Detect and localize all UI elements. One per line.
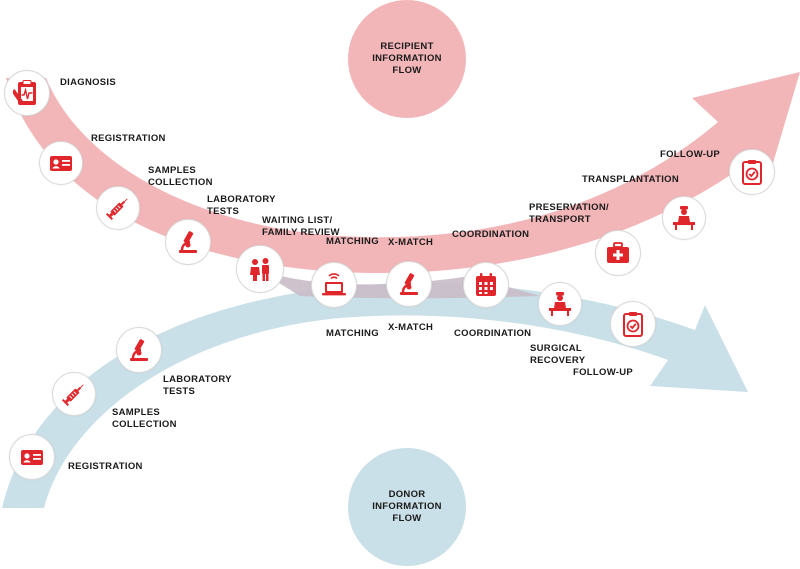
syringe-icon [61,384,84,407]
donor-flow-band [2,282,748,508]
recipient-step-label: TRANSPLANTATION [582,174,680,185]
donor-step-samples-collection [52,372,96,416]
donor-step-label: SURGICAL RECOVERY [530,343,586,366]
recipient-step-label: LABORATORY TESTS [207,194,276,217]
donor-step-label: SAMPLES COLLECTION [112,407,177,430]
medical-case-icon [607,242,629,263]
laptop-icon [322,273,346,296]
recipient-step-label: COORDINATION [452,229,530,240]
recipient-step-label: PRESERVATION/ TRANSPORT [529,202,609,225]
recipient-step-samples-collection [96,186,140,230]
donor-step-laboratory-tests [116,327,162,373]
recipient-step-label: MATCHING [326,236,379,247]
donor-hub-label: DONOR INFORMATION FLOW [372,489,442,524]
recipient-step-waiting-list [236,245,284,293]
surgeon-icon [673,206,695,230]
recipient-step-follow-up [729,149,775,195]
donor-step-label: X-MATCH [388,322,434,333]
id-card-icon [21,450,43,465]
donor-flow-hub: DONOR INFORMATION FLOW [348,448,466,566]
donor-step-label: LABORATORY TESTS [163,374,232,397]
recipient-step-label: REGISTRATION [91,133,166,144]
donor-step-follow-up [610,301,656,347]
donor-step-label: MATCHING [326,328,379,339]
recipient-step-registration [39,141,83,185]
clipboard-check-icon [742,160,762,185]
recipient-step-matching [311,262,357,308]
recipient-step-label: DIAGNOSIS [60,77,117,88]
recipient-flow-hub: RECIPIENT INFORMATION FLOW [348,0,466,118]
recipient-step-label: FOLLOW-UP [660,149,721,160]
id-card-icon [50,156,72,171]
microscope-icon [400,273,418,295]
syringe-icon [105,198,128,221]
donor-step-label: COORDINATION [454,328,532,339]
clipboard-check-icon [623,312,643,337]
recipient-step-label: WAITING LIST/ FAMILY REVIEW [262,215,340,238]
surgeon-icon [549,292,571,316]
recipient-step-transplantation [662,196,706,240]
family-icon [250,258,269,281]
donor-step-surgical-recovery [538,282,582,326]
recipient-step-diagnosis [4,70,50,116]
recipient-step-x-match [386,261,432,307]
donor-step-label: REGISTRATION [68,461,143,472]
microscope-icon [130,339,148,361]
recipient-step-label: X-MATCH [388,237,434,248]
microscope-icon [179,231,197,253]
donor-step-label: FOLLOW-UP [573,367,634,378]
clipboard-ecg-icon [13,80,36,105]
donor-step-registration [9,434,55,480]
recipient-step-coordination [463,262,509,308]
recipient-flow-band [6,72,800,274]
recipient-step-laboratory-tests [165,219,211,265]
calendar-icon [476,273,496,296]
recipient-step-preservation-transport [595,230,641,276]
recipient-hub-label: RECIPIENT INFORMATION FLOW [372,41,442,76]
recipient-step-label: SAMPLES COLLECTION [148,165,213,188]
